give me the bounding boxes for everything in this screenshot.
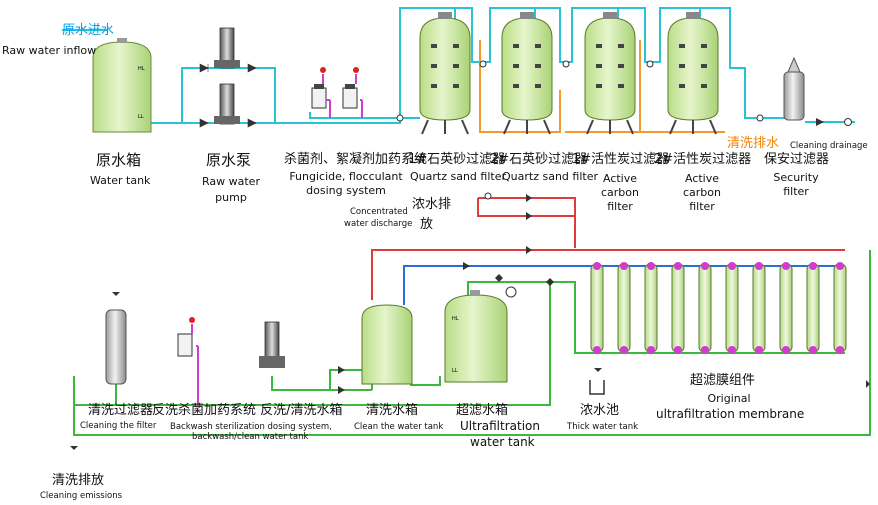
- clean-tank-en: Clean the water tank: [354, 422, 444, 432]
- uf-membrane-4: [671, 262, 685, 354]
- sand-filter-1-en: Quartz sand filter: [410, 170, 506, 183]
- cleaning-emission-en: Cleaning emissions: [40, 491, 123, 501]
- dosing-title: 杀菌剂、絮凝剂加药系统: [284, 152, 428, 167]
- raw-water-inflow-label: 原水进水: [62, 23, 115, 38]
- backwash-pump: [259, 321, 285, 368]
- uf-membrane-10: [833, 262, 847, 354]
- uf-tank-en-1: Ultrafiltration: [460, 419, 540, 433]
- carbon-filter-1-en-1: Active: [602, 172, 638, 185]
- uf-valve-icons: [70, 262, 870, 450]
- clean-drain-en: Cleaning drainage: [790, 141, 868, 151]
- backwash-dosing-unit: [177, 317, 199, 405]
- raw-pump-en-1: Raw water: [202, 175, 260, 188]
- carbon-filter-2-en-2: carbon: [683, 186, 721, 199]
- carbon-filter-1-en-3: filter: [607, 200, 633, 213]
- gauge-icons: [396, 60, 852, 126]
- backwash-en-2: backwash/clean water tank: [192, 432, 309, 442]
- carbon-filter-1-title: 1#活性炭过滤器: [572, 152, 670, 167]
- security-filter: [783, 56, 805, 121]
- raw-tank-title: 原水箱: [96, 151, 142, 169]
- backwash-title: 反洗杀菌加药系统 反洗/清洗水箱: [152, 403, 343, 418]
- uf-membrane-rack: [590, 262, 847, 354]
- raw-water-inflow-en: Raw water inflow: [2, 44, 97, 57]
- uf-module-en-1: Original: [707, 392, 751, 405]
- active-carbon-filter-1: [584, 12, 636, 135]
- raw-water-pump-2: [214, 83, 240, 125]
- carbon-filter-1-en-2: carbon: [601, 186, 639, 199]
- thick-tank-en: Thick water tank: [567, 422, 639, 432]
- hl-mark-uf: HL: [452, 316, 459, 322]
- cleaning-emission-title: 清洗排放: [52, 473, 105, 488]
- drain-valve-icon: [816, 118, 824, 126]
- uf-water-tank: HL LL: [444, 290, 508, 383]
- cleaning-filter-en: Cleaning the filter: [80, 421, 157, 431]
- uf-membrane-6: [725, 262, 739, 354]
- uf-membrane-1: [590, 262, 604, 354]
- product-pipe: [403, 265, 845, 305]
- dosing-en-1: Fungicide, flocculant: [289, 170, 403, 183]
- concentrate-cn-2: 放: [420, 217, 434, 232]
- uf-tank-en-2: water tank: [470, 435, 535, 449]
- carbon-filter-2-en-1: Active: [684, 172, 720, 185]
- raw-water-pump-1: [214, 27, 240, 69]
- backwash-en-1: Backwash sterilization dosing system,: [170, 422, 332, 432]
- cleaning-filter-title: 清洗过滤器: [88, 403, 154, 418]
- uf-membrane-9: [806, 262, 820, 354]
- thick-tank-title: 浓水池: [580, 403, 620, 418]
- sand-filter-2-en: Quartz sand filter: [502, 170, 598, 183]
- dosing-en-2: dosing system: [306, 184, 386, 197]
- concentrate-cn-1: 浓水排: [412, 197, 452, 212]
- uf-module-title: 超滤膜组件: [690, 373, 756, 388]
- pressure-gauge-icon: [505, 286, 517, 298]
- uf-membrane-5: [698, 262, 712, 354]
- security-filter-title: 保安过滤器: [764, 152, 830, 167]
- concentrate-valve-icons: [526, 194, 532, 254]
- quartz-sand-filter-1: [419, 12, 471, 135]
- sand-filter-1-title: 1#石英砂过滤器: [408, 152, 506, 167]
- clean-tank-title: 清洗水箱: [366, 403, 419, 418]
- raw-water-tank: HL LL: [92, 38, 152, 133]
- backwash-pipe: [479, 40, 725, 133]
- clean-water-tank: [361, 304, 413, 385]
- raw-pump-en-2: pump: [215, 191, 247, 204]
- security-filter-en-1: Security: [773, 171, 819, 184]
- hl-mark: HL: [138, 66, 145, 72]
- quartz-sand-filter-2: [501, 12, 553, 135]
- active-carbon-filter-2: [667, 12, 719, 135]
- raw-pump-title: 原水泵: [206, 151, 252, 169]
- uf-tank-title: 超滤水箱: [456, 403, 509, 418]
- uf-membrane-3: [644, 262, 658, 354]
- ll-mark-uf: LL: [452, 368, 458, 374]
- raw-tank-en: Water tank: [90, 174, 151, 187]
- backwash-green-pipe: [73, 250, 871, 436]
- carbon-filter-2-en-3: filter: [689, 200, 715, 213]
- uf-membrane-7: [752, 262, 766, 354]
- uf-membrane-8: [779, 262, 793, 354]
- concentrate-en-1: Concentrated: [350, 207, 408, 217]
- concentrate-en-2: water discharge: [344, 219, 413, 229]
- clean-drain-label: 清洗排水: [727, 136, 780, 151]
- concentrate-pipe: [371, 192, 845, 300]
- cleaning-filter: [105, 309, 127, 385]
- carbon-filter-2-title: 2#活性炭过滤器: [654, 152, 752, 167]
- sand-filter-2-title: 2#石英砂过滤器: [490, 152, 588, 167]
- uf-membrane-2: [617, 262, 631, 354]
- ll-mark: LL: [138, 114, 144, 120]
- thick-water-tank: [589, 368, 605, 395]
- fungicide-dosing-unit: [311, 67, 331, 118]
- flocculant-dosing-unit: [342, 67, 363, 118]
- check-valve-icons: [199, 63, 257, 128]
- uf-module-en-2: ultrafiltration membrane: [656, 407, 805, 421]
- security-filter-en-2: filter: [783, 185, 809, 198]
